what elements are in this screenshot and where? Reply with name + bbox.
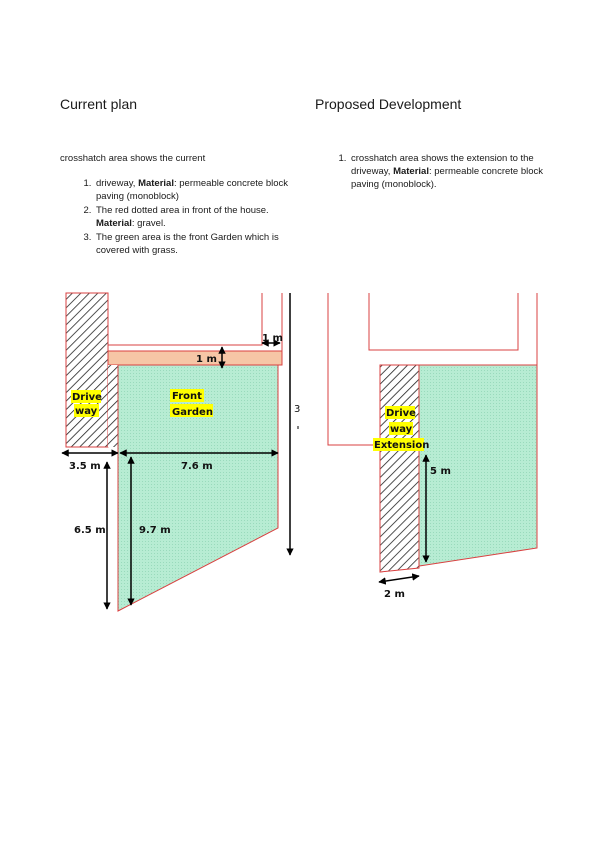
current-site-plan: Drive way Front Garden 1 m 1 m 3 3.5 m 7… xyxy=(61,292,300,612)
driveway-hatch-corner xyxy=(108,365,118,447)
cut-off-text: 3 xyxy=(294,404,300,415)
dimension-6-5m: 6.5 m xyxy=(74,525,106,536)
list-item-text: crosshatch area shows the extension to t… xyxy=(351,153,534,177)
driveway-label: way xyxy=(390,424,413,435)
driveway-label: Drive xyxy=(386,408,416,419)
proposed-heading: Proposed Development xyxy=(315,96,462,112)
proposed-development-section: Proposed Development crosshatch area sho… xyxy=(315,96,555,192)
current-plan-intro: crosshatch area shows the current xyxy=(60,153,206,164)
dimension-9-7m: 9.7 m xyxy=(139,525,171,536)
list-item: driveway, Material: permeable concrete b… xyxy=(94,177,300,203)
list-item-text: : permeable concrete block paving (monob… xyxy=(96,178,289,202)
list-item-bold: Material xyxy=(96,218,132,229)
proposed-site-plan: Drive way Extension 5 m 2 m xyxy=(327,293,538,600)
driveway-label: way xyxy=(75,406,98,417)
dimension-arrow xyxy=(378,573,420,585)
proposed-list: crosshatch area shows the extension to t… xyxy=(315,152,555,191)
current-plan-list: driveway, Material: permeable concrete b… xyxy=(60,177,300,257)
driveway-extension-hatch xyxy=(379,364,420,573)
list-item: The red dotted area in front of the hous… xyxy=(94,204,300,230)
driveway-label-bg xyxy=(71,390,101,403)
driveway-label: Extension xyxy=(374,440,429,451)
house-outline xyxy=(107,293,263,346)
dimension-1m-top: 1 m xyxy=(262,333,283,344)
list-item-text: The green area is the front Garden which… xyxy=(96,232,279,256)
driveway-label-bg xyxy=(74,404,99,417)
garden-label: Garden xyxy=(172,407,213,418)
list-item-text: : permeable concrete block paving (monob… xyxy=(351,166,544,190)
list-item: crosshatch area shows the extension to t… xyxy=(349,152,555,191)
list-item-text: : gravel. xyxy=(131,218,166,229)
current-plan-section: Current plan crosshatch area shows the c… xyxy=(60,96,300,258)
garden-label: Front xyxy=(172,391,202,402)
list-item-bold: Material xyxy=(138,178,174,189)
driveway-label-bg xyxy=(385,406,415,419)
dimension-7-6m: 7.6 m xyxy=(181,461,213,472)
dimension-1m-strip: 1 m xyxy=(196,354,217,365)
list-item: The green area is the front Garden which… xyxy=(94,231,300,257)
driveway-hatch xyxy=(65,292,109,448)
list-item-text: driveway, xyxy=(96,178,139,189)
list-item-text: The red dotted area in front of the hous… xyxy=(96,205,269,216)
boundary-line xyxy=(327,293,375,446)
driveway-label-bg xyxy=(389,422,413,435)
current-plan-heading: Current plan xyxy=(60,96,138,112)
garden-label-bg xyxy=(170,404,213,417)
list-item-bold: Material xyxy=(393,166,429,177)
house-outline xyxy=(368,293,519,351)
driveway-label: Drive xyxy=(72,392,102,403)
dimension-5m: 5 m xyxy=(430,466,451,477)
driveway-label-bg xyxy=(373,438,424,451)
gravel-strip xyxy=(107,350,283,366)
dimension-3-5m: 3.5 m xyxy=(69,461,101,472)
dimension-2m: 2 m xyxy=(384,589,405,600)
garden-label-bg xyxy=(170,389,204,402)
